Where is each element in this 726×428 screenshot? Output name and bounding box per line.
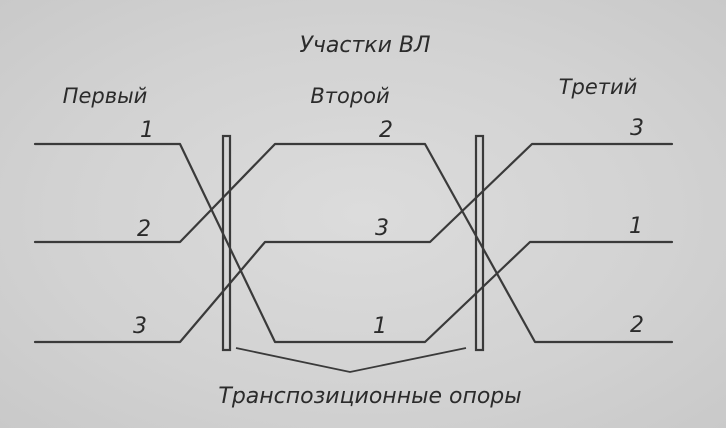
section-second-name: Второй: [310, 84, 389, 108]
caption-brace: [235, 347, 467, 373]
section-third-phase-bottom: 2: [630, 313, 644, 338]
section-second-phase-bottom: 1: [373, 314, 387, 339]
section-second-phase-top: 2: [379, 118, 393, 143]
phase-3-wire: [33, 142, 674, 344]
caption-transposition-poles: Транспозиционные опоры: [218, 384, 521, 409]
section-second-phase-middle: 3: [375, 216, 389, 241]
section-first-phase-top: 1: [140, 118, 154, 143]
transposition-pole-1: [221, 134, 232, 352]
section-third-name: Третий: [559, 75, 638, 99]
diagram-title: Участки ВЛ: [299, 33, 430, 58]
phase-1-wire: [33, 142, 674, 344]
section-third-phase-middle: 1: [629, 214, 643, 239]
section-first-name: Первый: [63, 84, 148, 108]
phase-2-wire: [33, 142, 674, 344]
section-first-phase-bottom: 3: [133, 314, 147, 339]
section-third-phase-top: 3: [630, 116, 644, 141]
section-first-phase-middle: 2: [137, 217, 151, 242]
transposition-pole-2: [474, 134, 485, 352]
